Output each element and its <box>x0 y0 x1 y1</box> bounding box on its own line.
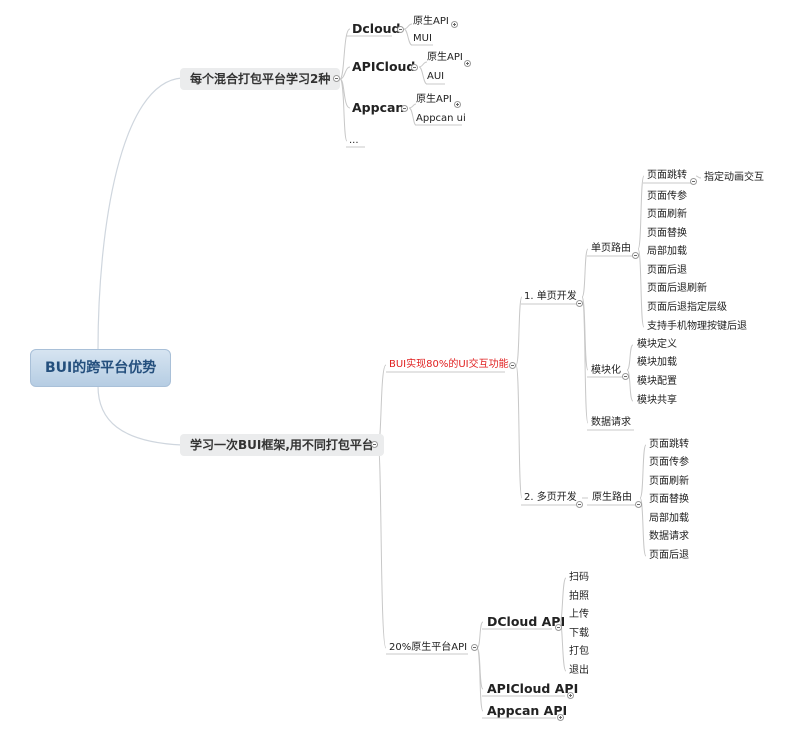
topic-appcan[interactable]: Appcan <box>352 100 405 115</box>
connector <box>476 647 484 712</box>
collapse-toggle[interactable] <box>333 75 340 82</box>
collapse-toggle[interactable] <box>622 373 629 380</box>
topic-single-routing[interactable]: 单页路由 <box>591 243 631 254</box>
connector <box>581 248 589 298</box>
dcloud-api-item[interactable]: 打包 <box>569 646 589 657</box>
connector <box>639 497 647 557</box>
module-item[interactable]: 模块加载 <box>637 357 677 368</box>
connector <box>626 369 634 402</box>
topic-multi-page[interactable]: 2. 多页开发 <box>524 492 577 503</box>
routing-item[interactable]: 页面刷新 <box>647 209 687 220</box>
native-routing-item[interactable]: 页面跳转 <box>649 439 689 450</box>
topic-more[interactable]: ... <box>349 135 359 146</box>
connector <box>339 28 351 80</box>
expand-toggle[interactable] <box>454 101 461 108</box>
routing-item[interactable]: 页面后退 <box>647 265 687 276</box>
dcloud-api-item[interactable]: 上传 <box>569 609 589 620</box>
topic-apicloud[interactable]: APICloud <box>352 59 416 74</box>
routing-item[interactable]: 局部加载 <box>647 246 687 257</box>
routing-item[interactable]: 页面传参 <box>647 191 687 202</box>
collapse-toggle[interactable] <box>411 64 418 71</box>
native-routing-item[interactable]: 页面传参 <box>649 457 689 468</box>
native-routing-item[interactable]: 页面替换 <box>649 494 689 505</box>
topic-appcan-native-api[interactable]: 原生API <box>416 94 452 105</box>
root-topic[interactable]: BUI的跨平台优势 <box>30 349 172 387</box>
dcloud-api-item[interactable]: 扫码 <box>569 572 589 583</box>
topic-single-page[interactable]: 1. 单页开发 <box>524 291 577 302</box>
routing-item[interactable]: 支持手机物理按键后退 <box>647 321 747 332</box>
module-item[interactable]: 模块配置 <box>637 376 677 387</box>
routing-item-animation[interactable]: 指定动画交互 <box>704 172 764 183</box>
routing-item[interactable]: 页面跳转 <box>647 170 687 181</box>
collapse-toggle[interactable] <box>576 501 583 508</box>
connector <box>515 364 523 499</box>
topic-apicloud-api[interactable]: APICloud API <box>487 681 579 696</box>
native-routing-item[interactable]: 局部加载 <box>649 513 689 524</box>
collapse-toggle[interactable] <box>576 300 583 307</box>
collapse-toggle[interactable] <box>471 644 478 651</box>
routing-item[interactable]: 页面后退刷新 <box>647 283 707 294</box>
connector <box>339 78 348 142</box>
native-routing-item[interactable]: 数据请求 <box>649 531 689 542</box>
connector <box>339 66 351 80</box>
collapse-toggle[interactable] <box>690 178 697 185</box>
expand-toggle[interactable] <box>567 692 574 699</box>
dcloud-api-item[interactable]: 下载 <box>569 628 589 639</box>
topic-appcan-api[interactable]: Appcan API <box>487 703 568 718</box>
collapse-toggle[interactable] <box>397 26 404 33</box>
topic-bui-80-ui[interactable]: BUI实现80%的UI交互功能 <box>389 359 509 370</box>
module-item[interactable]: 模块定义 <box>637 339 677 350</box>
topic-modular[interactable]: 模块化 <box>591 365 621 376</box>
module-item[interactable]: 模块共享 <box>637 395 677 406</box>
topic-aui[interactable]: AUI <box>427 71 445 82</box>
connector <box>377 444 387 649</box>
collapse-toggle[interactable] <box>509 362 516 369</box>
connector <box>97 385 183 446</box>
connector <box>559 577 567 623</box>
connector <box>695 175 702 179</box>
topic-data-request[interactable]: 数据请求 <box>591 417 631 428</box>
collapse-toggle[interactable] <box>371 441 378 448</box>
expand-toggle[interactable] <box>451 21 458 28</box>
collapse-toggle[interactable] <box>632 252 639 259</box>
topic-dcloud-api[interactable]: DCloud API <box>487 614 566 629</box>
topic-native-routing[interactable]: 原生路由 <box>592 492 632 503</box>
connector <box>626 344 634 371</box>
connector <box>559 621 567 672</box>
connector <box>639 444 647 499</box>
connector <box>97 77 183 351</box>
topic-learn-bui-once[interactable]: 学习一次BUI框架,用不同打包平台 <box>180 434 384 456</box>
collapse-toggle[interactable] <box>401 105 408 112</box>
topic-platform-learning[interactable]: 每个混合打包平台学习2种 <box>180 68 341 90</box>
dcloud-api-item[interactable]: 拍照 <box>569 591 589 602</box>
native-routing-item[interactable]: 页面刷新 <box>649 476 689 487</box>
topic-mui[interactable]: MUI <box>413 33 432 44</box>
connector <box>637 175 645 250</box>
topic-appcan-ui[interactable]: Appcan ui <box>416 113 466 124</box>
expand-toggle[interactable] <box>557 714 564 721</box>
connector <box>637 248 645 328</box>
topic-native-api-20[interactable]: 20%原生平台API <box>389 642 468 653</box>
topic-dcloud-native-api[interactable]: 原生API <box>413 16 449 27</box>
topic-apicloud-native-api[interactable]: 原生API <box>427 52 463 63</box>
routing-item[interactable]: 页面替换 <box>647 228 687 239</box>
collapse-toggle[interactable] <box>635 501 642 508</box>
collapse-toggle[interactable] <box>555 624 562 631</box>
routing-item[interactable]: 页面后退指定层级 <box>647 302 727 313</box>
native-routing-item[interactable]: 页面后退 <box>649 550 689 561</box>
connector <box>515 296 523 366</box>
connector <box>377 364 387 446</box>
dcloud-api-item[interactable]: 退出 <box>569 665 589 676</box>
topic-dcloud[interactable]: Dcloud <box>352 21 401 36</box>
connector <box>581 296 589 424</box>
expand-toggle[interactable] <box>464 60 471 67</box>
